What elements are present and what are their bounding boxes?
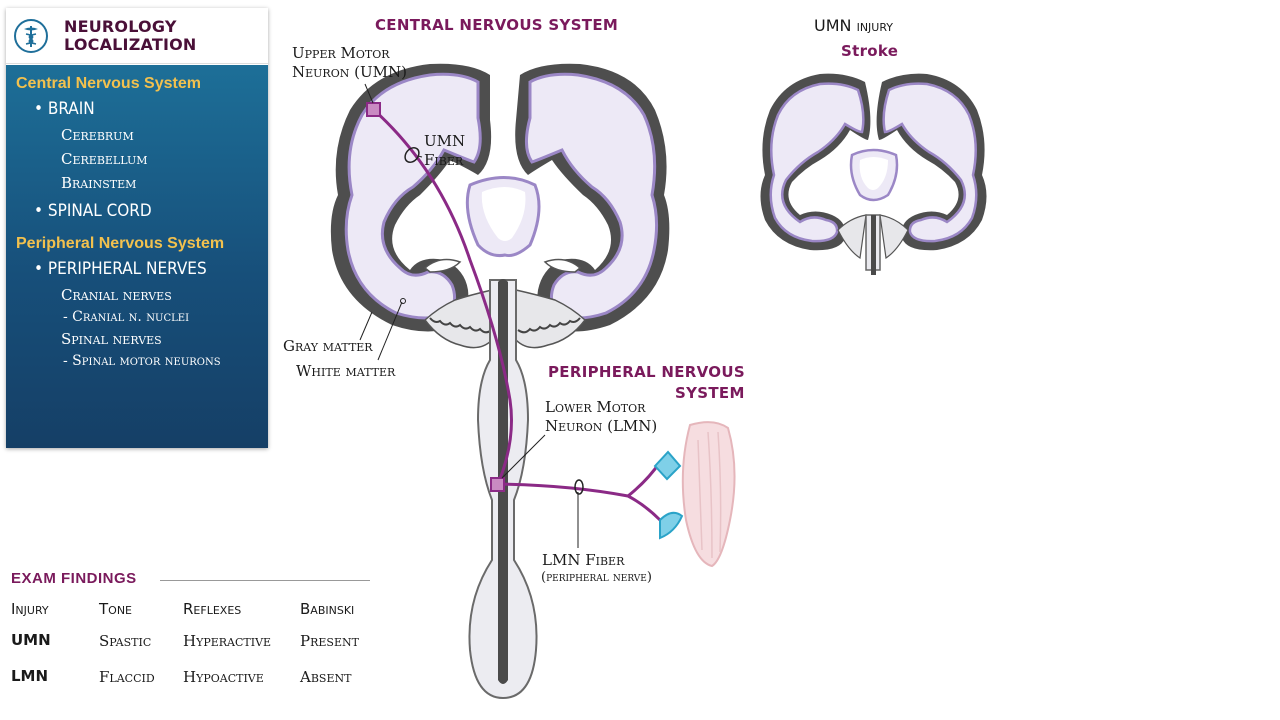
muscle — [681, 421, 736, 568]
exam-row-lmn-injury: LMN — [11, 667, 49, 685]
sidebar: NEUROLOGY LOCALIZATION Central Nervous S… — [6, 8, 268, 448]
pns-heading: Peripheral Nervous System — [16, 235, 225, 252]
lmn-cell-body — [490, 477, 505, 492]
exam-header-tone: Tone — [99, 600, 132, 618]
sidebar-header: NEUROLOGY LOCALIZATION — [6, 8, 268, 64]
motor-end-plate-bottom — [659, 511, 684, 540]
exam-header-injury: Injury — [11, 600, 49, 618]
sidebar-title: NEUROLOGY LOCALIZATION — [64, 16, 197, 54]
exam-row-umn-tone: Spastic — [99, 632, 152, 650]
gray-matter-label: Gray matter — [283, 337, 373, 355]
exam-findings-title: EXAM FINDINGS — [11, 570, 137, 587]
umn-fiber-label: UMN Fiber — [424, 132, 465, 170]
caduceus-icon — [14, 18, 48, 53]
umn-cell-body — [366, 102, 381, 117]
cns-heading: Central Nervous System — [16, 75, 201, 92]
spinal-cord-item: • SPINAL CORD — [34, 201, 152, 221]
exam-row-lmn-babinski: Absent — [300, 668, 352, 686]
pns-title-line-2: SYSTEM — [675, 384, 745, 402]
sidebar-body: Central Nervous System • BRAIN Cerebrum … — [6, 65, 268, 448]
white-matter-label: White matter — [296, 362, 396, 380]
cranial-nerves-item: Cranial nerves — [61, 286, 172, 304]
lmn-label: Lower Motor Neuron (LMN) — [545, 398, 657, 436]
umn-fiber-line-1: UMN — [424, 132, 466, 150]
lmn-label-line-2: Neuron (LMN) — [545, 417, 658, 435]
lmn-label-line-1: Lower Motor — [545, 398, 646, 416]
umn-label: Upper Motor Neuron (UMN) — [292, 44, 407, 82]
peripheral-nerves-item: • PERIPHERAL NERVES — [34, 259, 207, 279]
umn-fiber-line-2: Fiber — [424, 151, 464, 169]
lmn-fiber-label: LMN Fiber — [542, 551, 625, 569]
umn-label-line-1: Upper Motor — [292, 44, 390, 62]
spinal-motor-neurons-item: - Spinal motor neurons — [63, 353, 221, 369]
pns-title-line-1: PERIPHERAL NERVOUS — [548, 363, 745, 381]
title-line-2: LOCALIZATION — [64, 34, 197, 54]
cerebrum-item: Cerebrum — [61, 126, 134, 144]
exam-row-lmn-tone: Flaccid — [99, 668, 155, 686]
exam-row-umn-injury: UMN — [11, 631, 51, 649]
exam-header-reflexes: Reflexes — [183, 600, 242, 618]
umn-fiber-path — [372, 108, 513, 485]
brainstem-item: Brainstem — [61, 174, 137, 192]
umn-label-line-2: Neuron (UMN) — [292, 63, 407, 81]
cns-title: CENTRAL NERVOUS SYSTEM — [375, 16, 619, 34]
injury-brain — [760, 73, 987, 275]
brain-main — [330, 63, 670, 349]
exam-row-lmn-reflexes: Hypoactive — [183, 668, 264, 686]
exam-header-babinski: Babinski — [300, 600, 355, 618]
exam-divider — [160, 580, 370, 581]
cerebellum-item: Cerebellum — [61, 150, 148, 168]
cranial-nuclei-item: - Cranial n. nuclei — [63, 309, 190, 325]
spinal-nerves-item: Spinal nerves — [61, 330, 162, 348]
exam-row-umn-babinski: Present — [300, 632, 359, 650]
lmn-fiber-path — [497, 461, 662, 522]
title-line-1: NEUROLOGY — [64, 16, 177, 36]
injury-title: UMN injury — [814, 16, 893, 35]
motor-end-plate-top — [653, 450, 682, 481]
injury-subtitle: Stroke — [841, 42, 899, 60]
lmn-fiber-sublabel: (peripheral nerve) — [541, 570, 652, 585]
brain-item: • BRAIN — [34, 99, 95, 119]
exam-row-umn-reflexes: Hyperactive — [183, 632, 272, 650]
